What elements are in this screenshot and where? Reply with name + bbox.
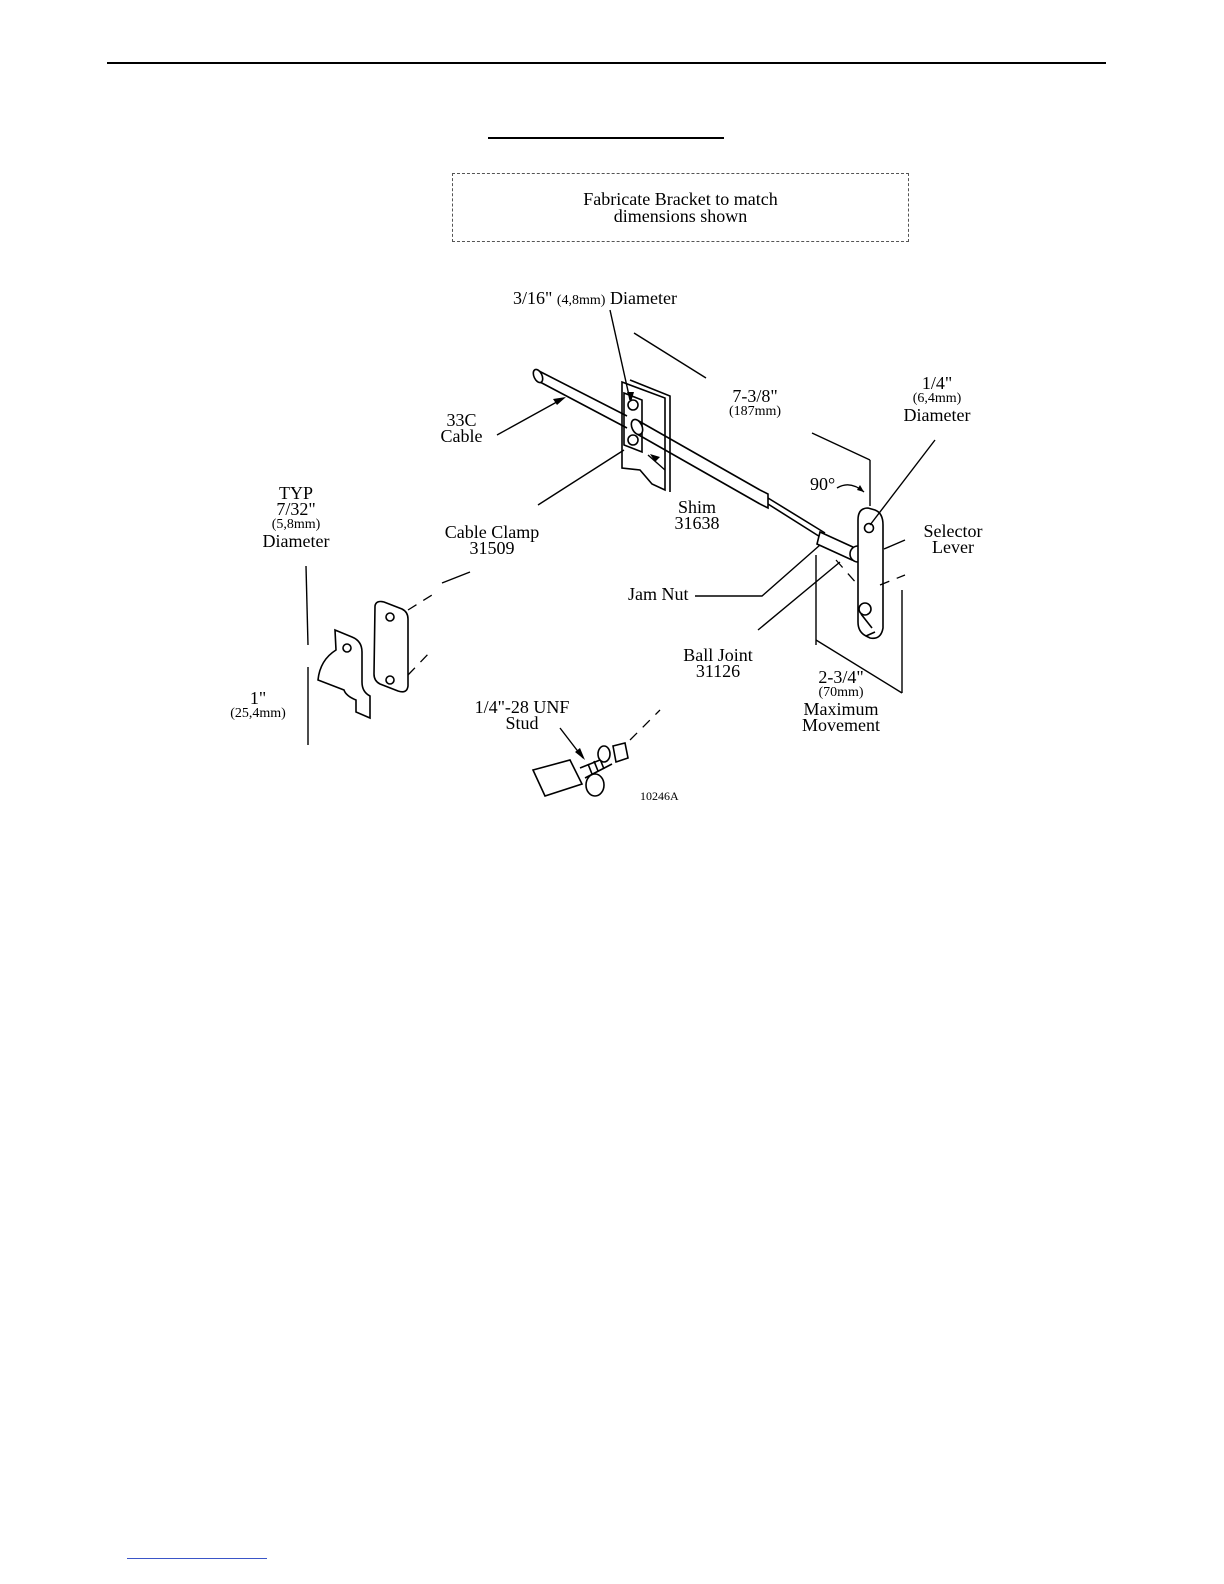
- label-length-dimension: 7-3/8" (187mm): [720, 388, 790, 420]
- selector-lever-shape: [858, 508, 883, 638]
- bracket-plate: [374, 602, 408, 692]
- cable-rod: [768, 498, 825, 540]
- label-typ-hole-diameter: TYP 7/32" (5,8mm) Diameter: [248, 485, 344, 549]
- bracket-hook: [318, 630, 370, 718]
- label-figure-id: 10246A: [640, 788, 679, 804]
- label-cable-diameter: 3/16" (4,8mm) Diameter: [513, 290, 677, 309]
- label-cable-clamp: Cable Clamp 31509: [436, 524, 548, 556]
- label-33c-cable: 33C Cable: [434, 412, 489, 444]
- label-selector-lever: Selector Lever: [916, 523, 990, 555]
- ball-joint-shape: [817, 532, 855, 560]
- label-bracket-width: 1" (25,4mm): [222, 690, 294, 722]
- label-shim: Shim 31638: [668, 499, 726, 531]
- label-maximum-movement: 2-3/4" (70mm) Maximum Movement: [796, 669, 886, 733]
- label-angle: 90°: [810, 476, 835, 492]
- cable-conduit: [537, 370, 627, 428]
- label-jam-nut: Jam Nut: [628, 586, 689, 602]
- label-stud: 1/4"-28 UNF Stud: [468, 699, 576, 731]
- stud-body: [533, 760, 582, 796]
- label-lever-hole-diameter: 1/4" (6,4mm) Diameter: [898, 375, 976, 423]
- label-ball-joint: Ball Joint 31126: [676, 647, 760, 679]
